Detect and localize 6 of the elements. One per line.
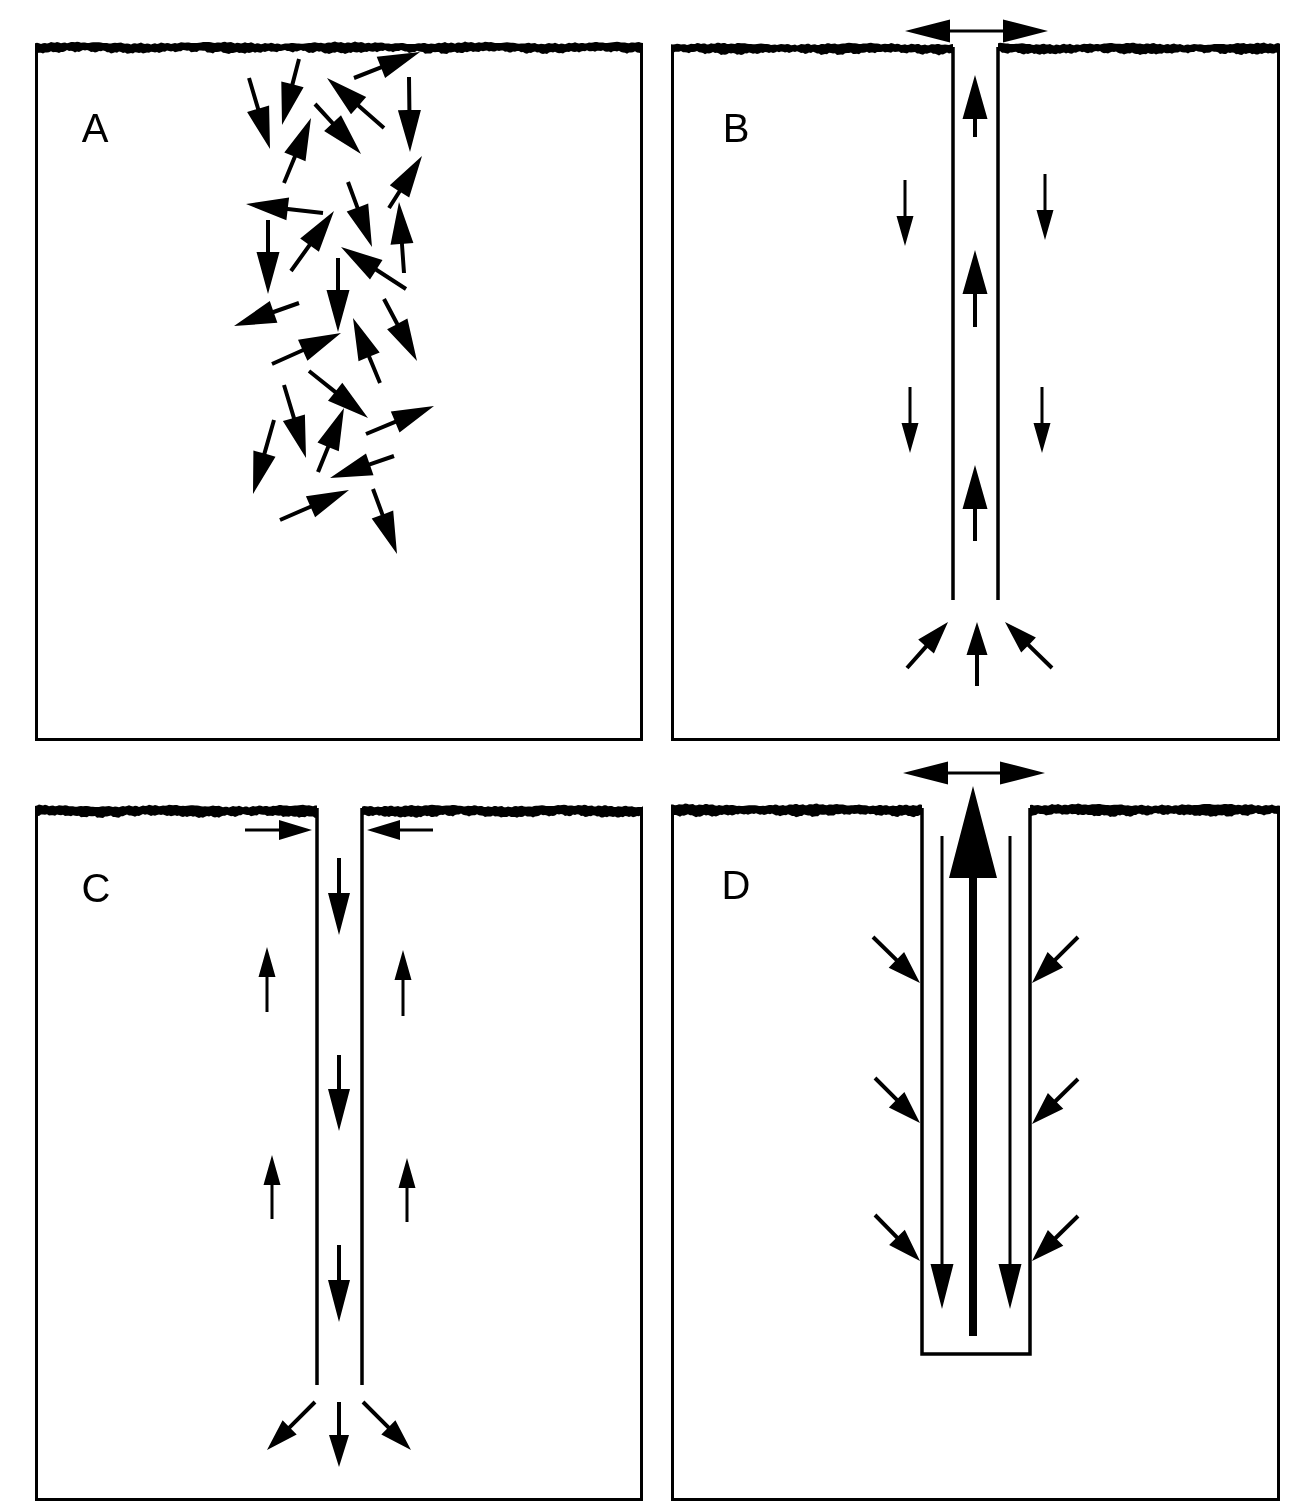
panel-letter: C xyxy=(81,868,111,908)
panel-letter: D xyxy=(721,865,751,905)
panel-letter: B xyxy=(722,108,750,148)
panel-frame xyxy=(671,812,1280,1501)
panel-frame xyxy=(35,812,643,1501)
panel-letter: A xyxy=(81,108,109,148)
